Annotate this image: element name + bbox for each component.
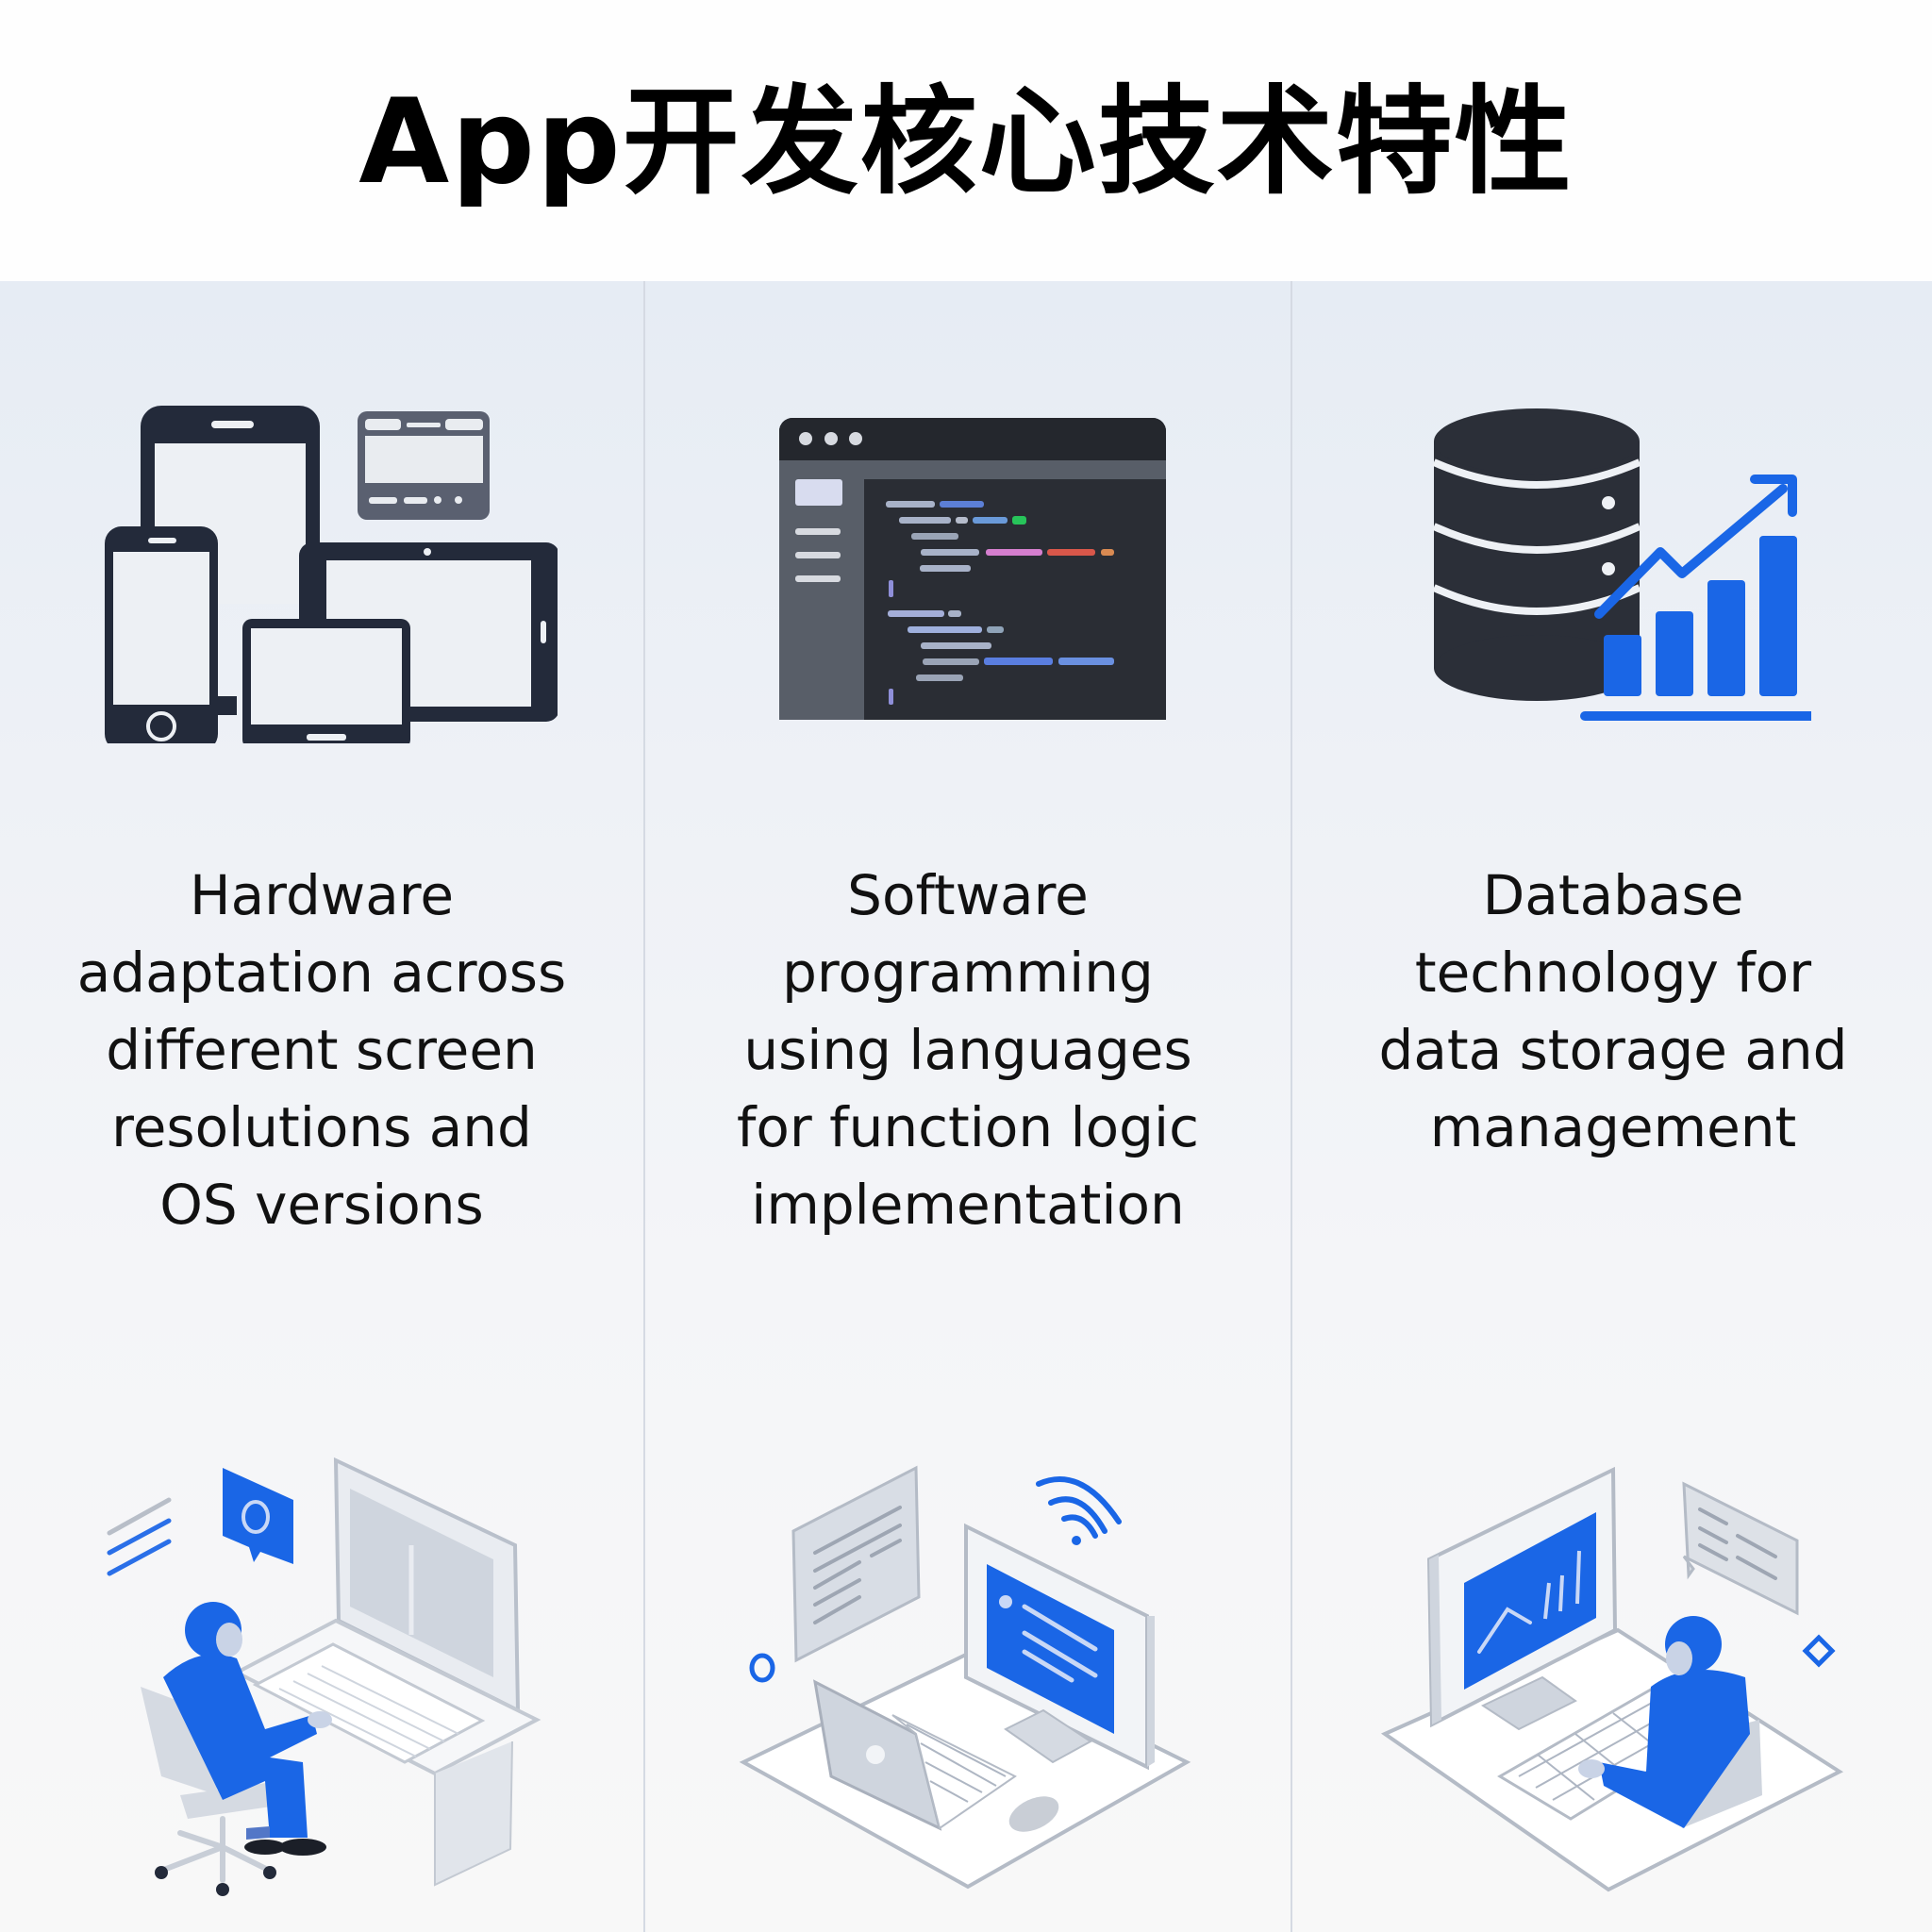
feature-column-software: Software programming using languages for… bbox=[643, 281, 1291, 1932]
multi-device-icon bbox=[0, 385, 643, 743]
feature-column-database: Database technology for data storage and… bbox=[1291, 281, 1932, 1932]
code-editor-icon bbox=[645, 385, 1291, 743]
feature-column-hardware: Hardware adaptation across different scr… bbox=[0, 281, 643, 1932]
feature-description: Hardware adaptation across different scr… bbox=[76, 863, 567, 1237]
person-at-desk-computer-illustration bbox=[0, 1432, 643, 1923]
feature-columns: Hardware adaptation across different scr… bbox=[0, 281, 1932, 1932]
page-header: App开发核心技术特性 bbox=[0, 0, 1932, 281]
page-title: App开发核心技术特性 bbox=[358, 75, 1574, 210]
feature-description: Software programming using languages for… bbox=[737, 863, 1199, 1237]
laptop-monitor-wifi-illustration bbox=[645, 1432, 1291, 1923]
feature-description: Database technology for data storage and… bbox=[1378, 863, 1848, 1159]
database-growth-chart-icon bbox=[1292, 385, 1932, 743]
person-analytics-monitor-illustration bbox=[1292, 1432, 1932, 1923]
